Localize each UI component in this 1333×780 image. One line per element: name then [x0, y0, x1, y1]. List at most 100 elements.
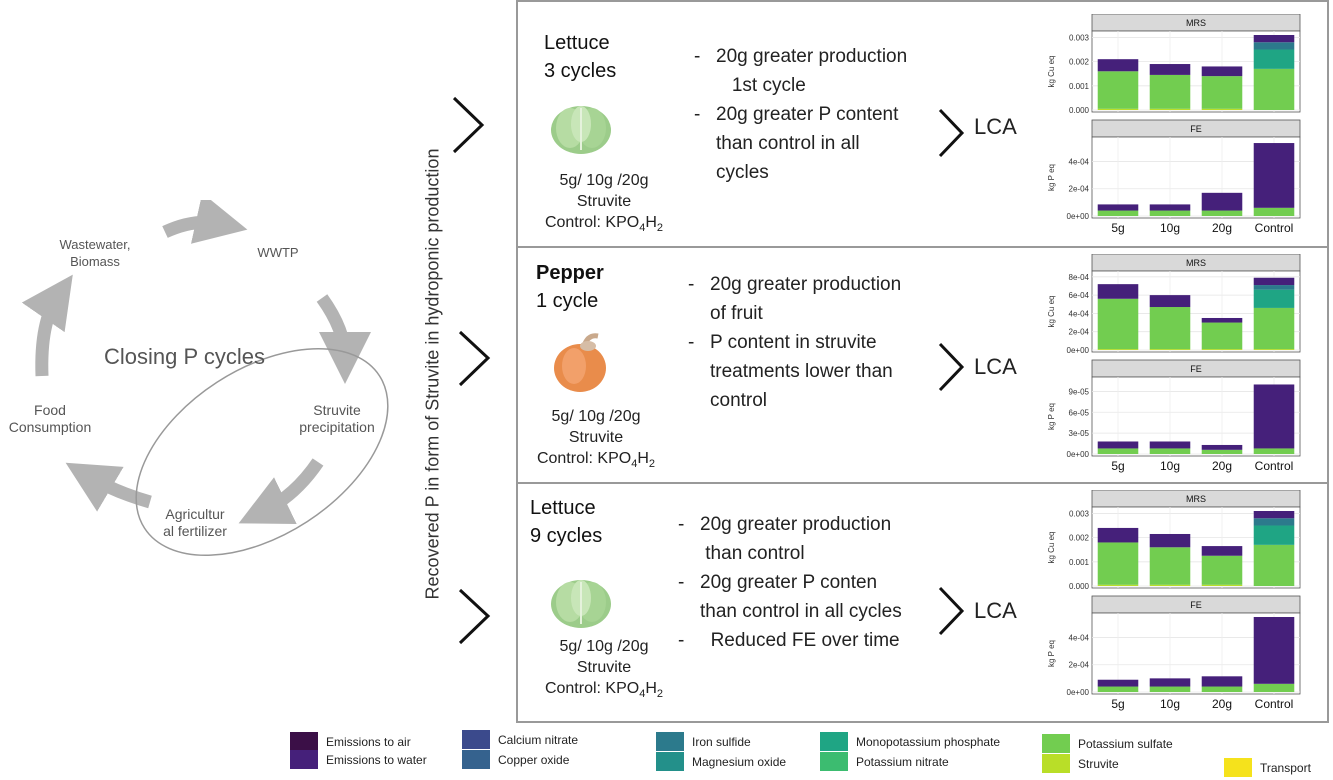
- legend-item: Copper oxide: [462, 750, 569, 769]
- chevron-icon: [458, 588, 491, 645]
- bar-segment: [1149, 678, 1191, 687]
- x-tick-label: 5g: [1111, 459, 1124, 473]
- vertical-label-wrap: Recovered P in form of Struvite in hydro…: [423, 118, 443, 630]
- legend-item: Struvite: [1042, 754, 1119, 773]
- y-axis-label: kg Cu eq: [1047, 531, 1056, 563]
- cycle-arrow-top: [162, 200, 248, 244]
- cycle-diagram: [21, 200, 389, 556]
- bar-segment: [1097, 204, 1139, 211]
- finding-item: -P content in struvite treatments lower …: [688, 332, 893, 411]
- bar-segment: [1253, 525, 1295, 545]
- bar-segment: [1201, 76, 1243, 109]
- finding-item: -20g greater production than control: [678, 514, 892, 564]
- legend-item: Calcium nitrate: [462, 730, 578, 749]
- bar-segment: [1201, 555, 1243, 585]
- bar-segment: [1253, 35, 1295, 43]
- bar-segment: [1253, 42, 1295, 50]
- bar-segment: [1253, 448, 1295, 454]
- y-tick-label: 4e-04: [1069, 309, 1090, 318]
- highlight-ellipse: [135, 348, 389, 556]
- bar-segment: [1097, 542, 1139, 585]
- legend-label: Monopotassium phosphate: [856, 734, 1001, 749]
- y-tick-label: 0e+00: [1067, 346, 1090, 355]
- finding-item: -20g greater production 1st cycle: [694, 46, 908, 96]
- legend-label: Potassium sulfate: [1078, 736, 1173, 751]
- y-axis-label: kg P eq: [1047, 640, 1056, 667]
- bar-segment: [1097, 298, 1139, 350]
- panel-1-findings: -20g greater production 1st cycle -20g g…: [694, 42, 964, 187]
- bar-segment: [1201, 192, 1243, 211]
- x-tick-label: 5g: [1111, 221, 1124, 235]
- bar-segment: [1201, 322, 1243, 350]
- bar-segment: [1253, 518, 1295, 526]
- crop-cycles: 9 cycles: [530, 525, 603, 547]
- legend-item: Iron sulfide: [656, 732, 751, 751]
- legend-item: Transport: [1224, 758, 1311, 777]
- bar-segment: [1149, 584, 1191, 586]
- bar-segment: [1253, 143, 1295, 208]
- bar-segment: [1253, 68, 1295, 110]
- cycle-arrow-lower-right: [238, 458, 324, 525]
- bar-segment: [1253, 307, 1295, 350]
- y-tick-label: 0.002: [1069, 58, 1090, 67]
- lca-label: LCA: [974, 114, 1017, 139]
- y-tick-label: 0.003: [1069, 509, 1090, 518]
- x-tick-label: 20g: [1212, 221, 1232, 235]
- lca-label: LCA: [974, 354, 1017, 379]
- chevron-icon: [938, 108, 965, 158]
- legend-label: Copper oxide: [498, 752, 570, 767]
- legend-swatch: [656, 752, 684, 771]
- bar-segment: [1201, 66, 1243, 77]
- bar-segment: [1149, 686, 1191, 692]
- bar-segment: [1201, 108, 1243, 110]
- facet-title: MRS: [1186, 18, 1206, 28]
- bar-segment: [1201, 686, 1243, 692]
- bar-segment: [1149, 441, 1191, 449]
- y-tick-label: 0.001: [1069, 82, 1090, 91]
- cycle-arrow-left: [21, 274, 73, 377]
- legend-label: Struvite: [1078, 756, 1119, 771]
- node-wastewater: Wastewater, Biomass: [59, 237, 131, 269]
- legend-swatch: [820, 752, 848, 771]
- legend-item: Emissions to water: [290, 750, 427, 769]
- bar-segment: [1201, 349, 1243, 350]
- panel-3-crop: Lettuce 9 cycles: [530, 494, 602, 550]
- legend-swatch: [462, 750, 490, 769]
- facet-title: FE: [1190, 124, 1202, 134]
- facet-title: MRS: [1186, 494, 1206, 504]
- panel-2-crop: Pepper 1 cycle: [536, 259, 604, 315]
- legend-item: Monopotassium phosphate: [820, 732, 1000, 751]
- x-tick-label: 20g: [1212, 697, 1232, 711]
- panel-1-treatments: 5g/ 10g /20g Struvite Control: KPO4H2: [524, 170, 684, 239]
- legend-label: Emissions to water: [326, 752, 427, 767]
- legend-label: Calcium nitrate: [498, 732, 579, 747]
- bar-segment: [1097, 679, 1139, 687]
- bar-segment: [1097, 584, 1139, 586]
- lca-label: LCA: [974, 598, 1017, 623]
- bar-segment: [1149, 448, 1191, 454]
- chevron-icon: [938, 586, 965, 636]
- bar-segment: [1097, 448, 1139, 454]
- finding-item: -20g greater P content than control in a…: [694, 104, 899, 183]
- bar-segment: [1149, 349, 1191, 350]
- node-struvite: Struvite precipitation: [299, 402, 375, 435]
- node-wwtp: WWTP: [257, 245, 299, 260]
- x-tick-label: 10g: [1160, 221, 1180, 235]
- y-tick-label: 2e-04: [1069, 328, 1090, 337]
- y-tick-label: 2e-04: [1069, 185, 1090, 194]
- x-tick-label: 5g: [1111, 697, 1124, 711]
- y-tick-label: 0.001: [1069, 558, 1090, 567]
- chevron-icon: [452, 96, 485, 154]
- bar-segment: [1149, 64, 1191, 75]
- y-tick-label: 0.003: [1069, 33, 1090, 42]
- finding-item: -20g greater P conten than control in al…: [678, 572, 902, 622]
- finding-item: - Reduced FE over time: [678, 630, 900, 651]
- panel-2-treatments: 5g/ 10g /20g Struvite Control: KPO4H2: [516, 406, 676, 475]
- bar-segment: [1097, 527, 1139, 543]
- y-tick-label: 9e-05: [1069, 387, 1090, 396]
- legend-label: Potassium nitrate: [856, 754, 949, 769]
- panel-frame-3: [516, 482, 1329, 723]
- bar-segment: [1097, 441, 1139, 449]
